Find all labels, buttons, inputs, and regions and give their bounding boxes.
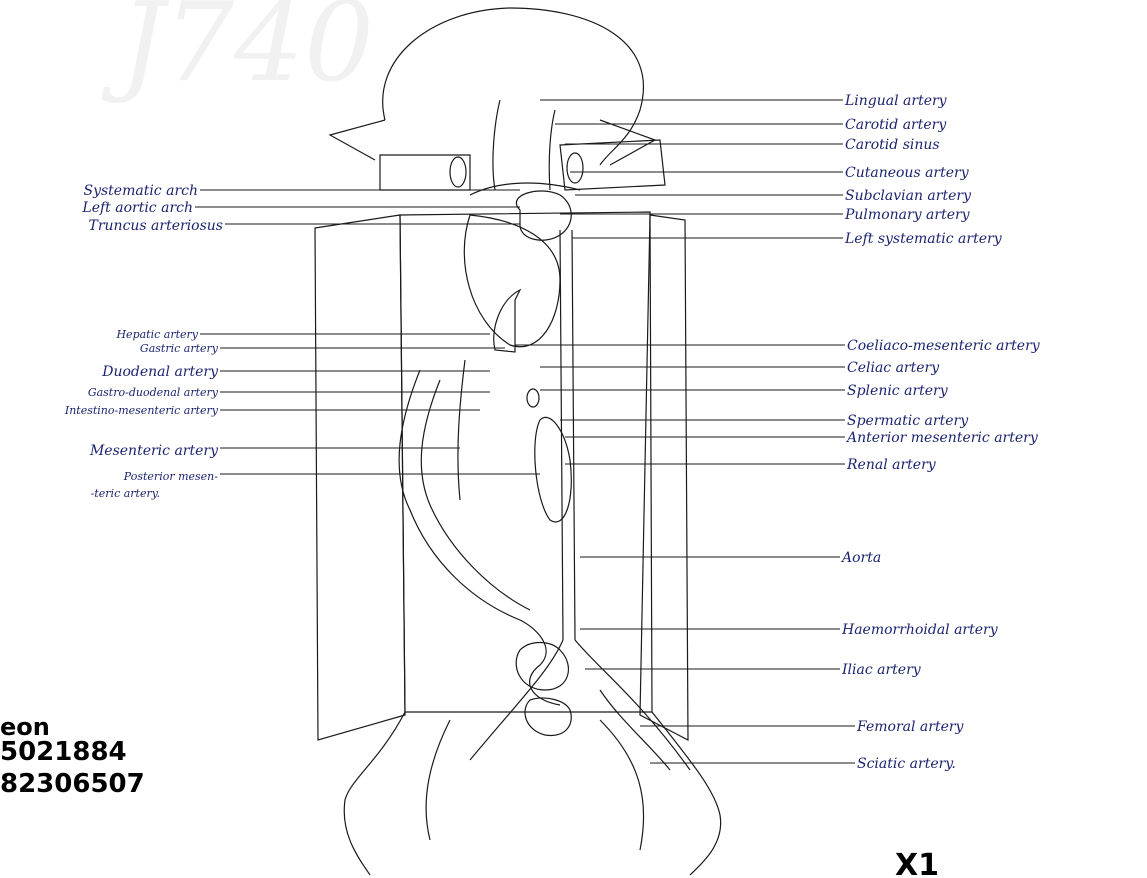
label-pulmonary-artery: Pulmonary artery [844,207,971,223]
label-posterior-mesenteric-artery-2: -teric artery. [91,487,160,500]
left-forelimb [380,155,470,190]
label-truncus-arteriosus: Truncus arteriosus [89,218,224,234]
organs [399,191,571,735]
label-posterior-mesenteric-artery-1: Posterior mesen- [123,470,218,483]
intestine-inner [421,380,530,610]
liver [464,215,560,347]
label-gastric-artery: Gastric artery [140,342,219,355]
label-intestino-mesenteric-artery: Intestino-mesenteric artery [64,404,219,417]
label-celiac-artery: Celiac artery [847,360,940,376]
label-gastro-duodenal-artery: Gastro-duodenal artery [88,386,219,399]
label-left-systematic-artery: Left systematic artery [844,231,1003,247]
heart [516,191,571,240]
left-skin-flap [315,215,405,740]
note-line-2: 5021884 [0,737,127,767]
intestine [399,370,560,705]
right-skin-flap [640,215,688,740]
right-hindlimb [652,712,721,875]
left-hindlimb [344,712,405,875]
cloaca [525,698,571,735]
label-cutaneous-artery: Cutaneous artery [845,165,970,181]
bladder [516,643,568,691]
watermark: J740 [101,0,374,106]
handwritten-notes: eon 5021884 82306507 [0,713,145,799]
kidney [535,417,572,522]
label-left-aortic-arch: Left aortic arch [81,200,193,216]
head-outline [383,8,644,165]
carotid-vessels [493,100,555,190]
spleen [527,389,539,407]
label-carotid-sinus: Carotid sinus [845,137,940,153]
label-systematic-arch: Systematic arch [83,183,198,199]
label-renal-artery: Renal artery [846,457,937,473]
label-splenic-artery: Splenic artery [847,383,949,399]
label-carotid-artery: Carotid artery [845,117,947,133]
leader-lines [195,100,855,763]
label-spermatic-artery: Spermatic artery [847,413,969,429]
svg-text:J740: J740 [101,0,374,106]
label-iliac-artery: Iliac artery [841,662,922,678]
label-sciatic-artery: Sciatic artery. [857,756,956,772]
label-subclavian-artery: Subclavian artery [845,188,972,204]
corner-mark: X1 [895,848,939,878]
iliac-branches [470,640,690,770]
head-flap-left [330,120,385,160]
label-aorta: Aorta [840,550,881,566]
label-duodenal-artery: Duodenal artery [101,364,219,380]
legs-lower [426,720,644,850]
note-line-3: 82306507 [0,769,145,799]
label-hepatic-artery: Hepatic artery [115,328,198,341]
body-cavity [400,212,652,712]
mesenteric-vessel [458,360,465,500]
label-anterior-mesenteric-artery: Anterior mesenteric artery [845,430,1039,446]
label-lingual-artery: Lingual artery [844,93,948,109]
label-mesenteric-artery: Mesenteric artery [89,443,219,459]
right-labels: Lingual artery Carotid artery Carotid si… [840,93,1041,772]
label-coeliaco-mesenteric-artery: Coeliaco-mesenteric artery [847,338,1041,354]
label-haemorrhoidal-artery: Haemorrhoidal artery [841,622,999,638]
left-labels: Systematic arch Left aortic arch Truncus… [64,183,223,500]
frog-outline [315,8,721,875]
label-femoral-artery: Femoral artery [856,719,965,735]
